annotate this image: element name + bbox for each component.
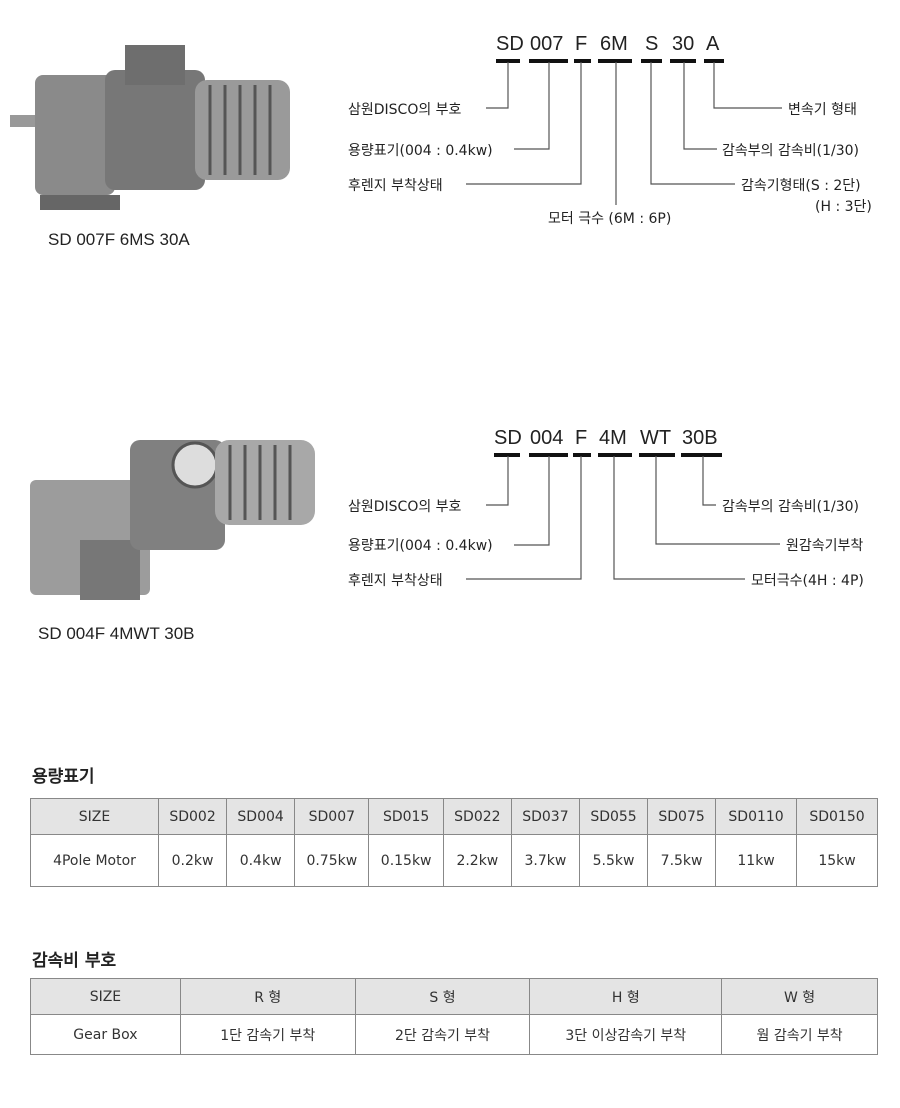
table-header-row: SIZE SD002 SD004 SD007 SD015 SD022 SD037…	[30, 798, 878, 835]
code-poles: 6M	[600, 33, 628, 55]
header-cell: SD037	[510, 798, 580, 835]
table-cell: 0.75kw	[294, 834, 370, 887]
label-brand: 삼원DISCO의 부호	[348, 499, 462, 515]
label-reducer-type: 감속기형태(S : 2단)	[741, 178, 861, 194]
header-cell: SIZE	[30, 978, 181, 1015]
table-header-row: SIZE R 형 S 형 H 형 W 형	[30, 978, 878, 1015]
table-row: 4Pole Motor 0.2kw 0.4kw 0.75kw 0.15kw 2.…	[30, 834, 878, 887]
label-reducer-type-2: (H : 3단)	[815, 199, 872, 215]
model1-caption: SD 007F 6MS 30A	[48, 230, 190, 249]
table-cell: 7.5kw	[647, 834, 717, 887]
label-variator: 변속기 형태	[788, 102, 857, 118]
code-sd: SD	[496, 33, 524, 55]
code-flange: F	[575, 427, 588, 449]
table-cell: 0.15kw	[368, 834, 444, 887]
table-cell: 0.2kw	[157, 834, 228, 887]
header-cell: SD004	[226, 798, 296, 835]
header-cell: H 형	[529, 978, 723, 1015]
code-ratio: 30	[672, 33, 695, 55]
header-cell: R 형	[179, 978, 356, 1015]
label-worm: 원감속기부착	[786, 538, 864, 554]
header-cell: SD007	[294, 798, 370, 835]
header-cell: W 형	[721, 978, 878, 1015]
label-poles: 모터 극수 (6M : 6P)	[548, 211, 672, 227]
gear-motor-photo-2	[30, 440, 315, 600]
table-cell: 11kw	[715, 834, 797, 887]
code-reducer: S	[645, 33, 659, 55]
code-capacity: 007	[530, 33, 564, 55]
table-cell: 3.7kw	[510, 834, 580, 887]
table-row: Gear Box 1단 감속기 부착 2단 감속기 부착 3단 이상감속기 부착…	[30, 1014, 878, 1055]
table-cell: 5.5kw	[578, 834, 649, 887]
label-flange: 후렌지 부착상태	[348, 178, 443, 194]
label-flange: 후렌지 부착상태	[348, 573, 443, 589]
code-ratio: 30B	[682, 427, 718, 449]
table-cell: 1단 감속기 부착	[179, 1014, 356, 1055]
header-cell: SD015	[368, 798, 444, 835]
table-cell: 15kw	[796, 834, 878, 887]
table-cell: 3단 이상감속기 부착	[529, 1014, 723, 1055]
code-diagram-lines	[466, 59, 782, 580]
table-cell: 0.4kw	[226, 834, 296, 887]
label-brand: 삼원DISCO의 부호	[348, 102, 462, 118]
label-poles: 모터극수(4H : 4P)	[751, 573, 864, 589]
code-sd: SD	[494, 427, 522, 449]
label-capacity: 용량표기(004 : 0.4kw)	[348, 538, 493, 554]
gear-motor-photo-1	[10, 45, 290, 210]
code-poles: 4M	[599, 427, 627, 449]
capacity-table: SIZE SD002 SD004 SD007 SD015 SD022 SD037…	[30, 798, 878, 887]
header-cell: SD0150	[796, 798, 878, 835]
label-ratio: 감속부의 감속비(1/30)	[722, 143, 859, 159]
header-cell: SD055	[578, 798, 649, 835]
code-capacity: 004	[530, 427, 564, 449]
label-capacity: 용량표기(004 : 0.4kw)	[348, 143, 493, 159]
header-cell: SD075	[647, 798, 717, 835]
capacity-table-title: 용량표기	[32, 767, 95, 787]
table-cell: 4Pole Motor	[30, 834, 159, 887]
ratio-table: SIZE R 형 S 형 H 형 W 형 Gear Box 1단 감속기 부착 …	[30, 978, 878, 1055]
code-flange: F	[575, 33, 588, 55]
header-cell: SD002	[157, 798, 228, 835]
code-variator: A	[706, 33, 720, 55]
ratio-table-title: 감속비 부호	[32, 951, 117, 971]
table-cell: 2.2kw	[442, 834, 512, 887]
header-cell: SD0110	[715, 798, 797, 835]
table-cell: Gear Box	[30, 1014, 181, 1055]
header-cell: SD022	[442, 798, 512, 835]
code-worm: WT	[640, 427, 672, 449]
label-ratio: 감속부의 감속비(1/30)	[722, 499, 859, 515]
header-cell: S 형	[354, 978, 531, 1015]
table-cell: 웜 감속기 부착	[721, 1014, 878, 1055]
header-cell: SIZE	[30, 798, 159, 835]
model2-caption: SD 004F 4MWT 30B	[38, 624, 195, 643]
table-cell: 2단 감속기 부착	[354, 1014, 531, 1055]
